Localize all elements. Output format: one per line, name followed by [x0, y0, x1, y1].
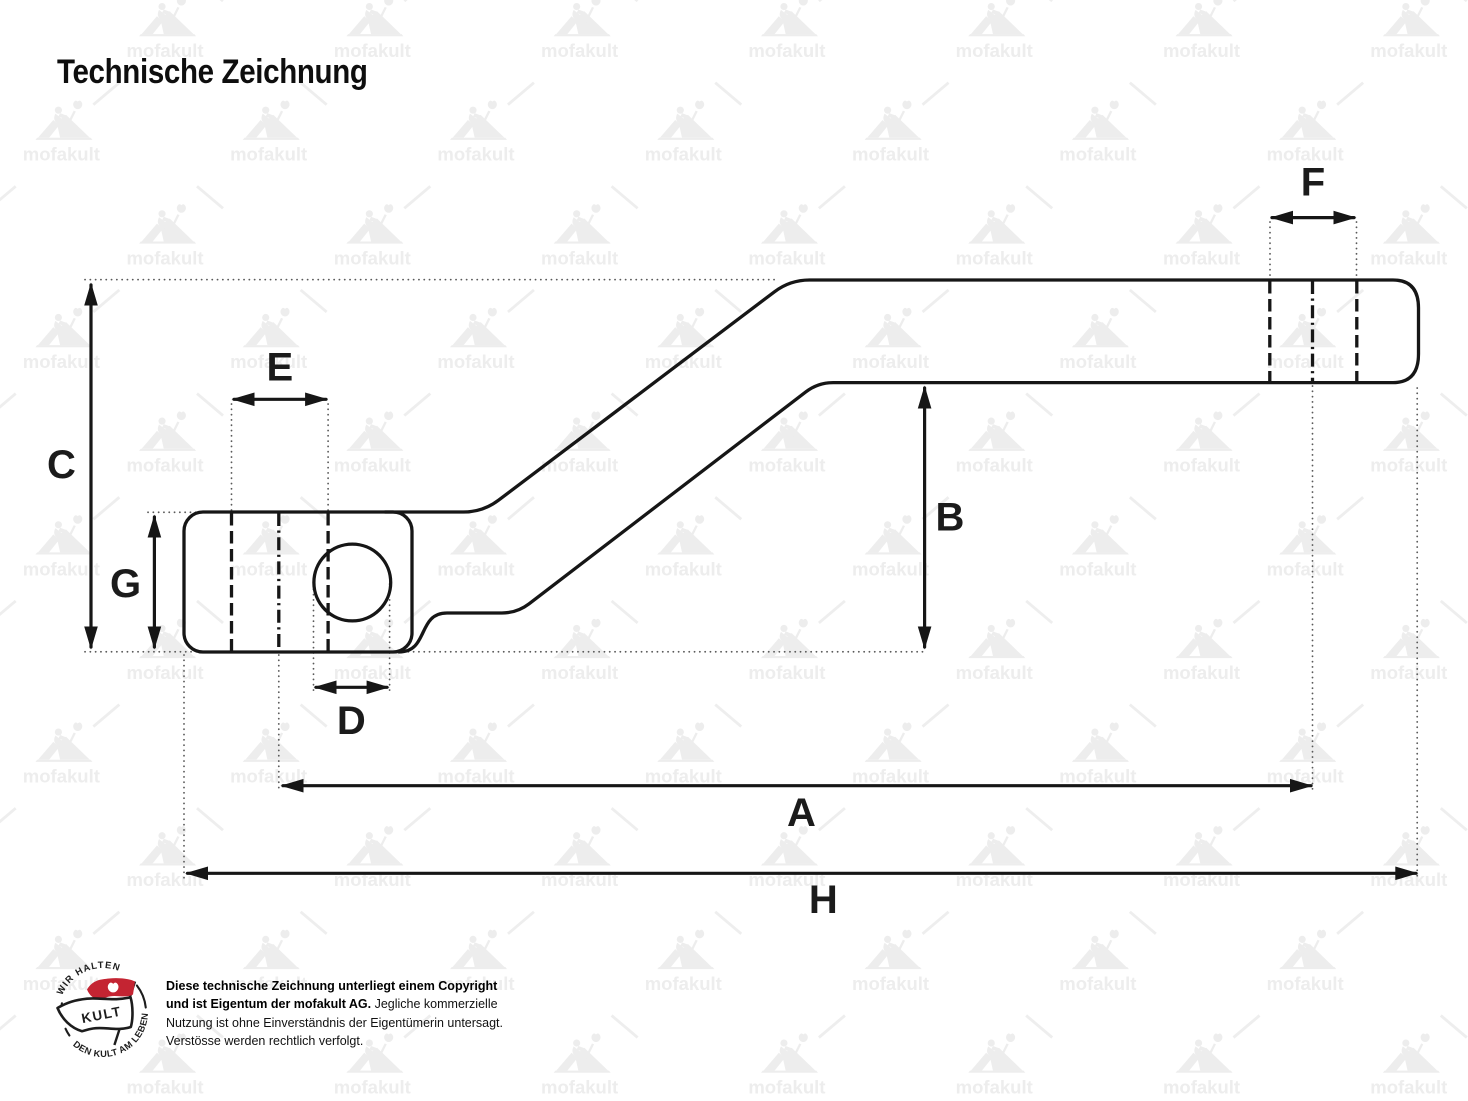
badge-banner [56, 995, 134, 1033]
copyright-line-3: Nutzung ist ohne Einverständnis der Eige… [166, 1015, 503, 1030]
lever-arm [383, 278, 1421, 654]
dimension-g [147, 514, 162, 650]
dimension-a [280, 778, 1313, 793]
extension-lines [84, 221, 1419, 879]
bolt-hole [312, 542, 393, 623]
badge-heart-icon [107, 982, 119, 993]
hidden-lines [229, 281, 1359, 651]
dimension-label-g: G [110, 562, 141, 606]
dimension-label-c: C [47, 443, 76, 487]
technical-drawing [84, 210, 1421, 881]
dimension-labels: C E G D B F A H [47, 161, 1325, 923]
dimension-label-b: B [936, 496, 965, 540]
dimension-h [185, 866, 1419, 881]
dimension-f [1270, 210, 1357, 225]
copyright-line-1: Diese technische Zeichnung unterliegt ei… [166, 979, 498, 993]
dimension-label-a: A [787, 791, 816, 835]
dimension-e [231, 392, 329, 407]
dimension-label-h: H [809, 878, 838, 922]
copyright-line-4: Verstösse werden rechtlich verfolgt. [166, 1034, 364, 1049]
dimension-label-f: F [1301, 161, 1325, 205]
dimension-label-e: E [266, 346, 293, 390]
dimension-b [917, 385, 932, 650]
page-title: Technische Zeichnung [57, 53, 368, 91]
dimension-label-d: D [337, 699, 366, 743]
dimension-d [313, 680, 390, 695]
copyright-line-2: und ist Eigentum der mofakult AG. Jeglic… [166, 997, 498, 1012]
part-outline [182, 278, 1421, 654]
copyright-notice: Diese technische Zeichnung unterliegt ei… [166, 977, 538, 1051]
dimension-c [84, 282, 98, 650]
clamp-boss [182, 510, 414, 654]
dimension-lines [84, 210, 1419, 881]
